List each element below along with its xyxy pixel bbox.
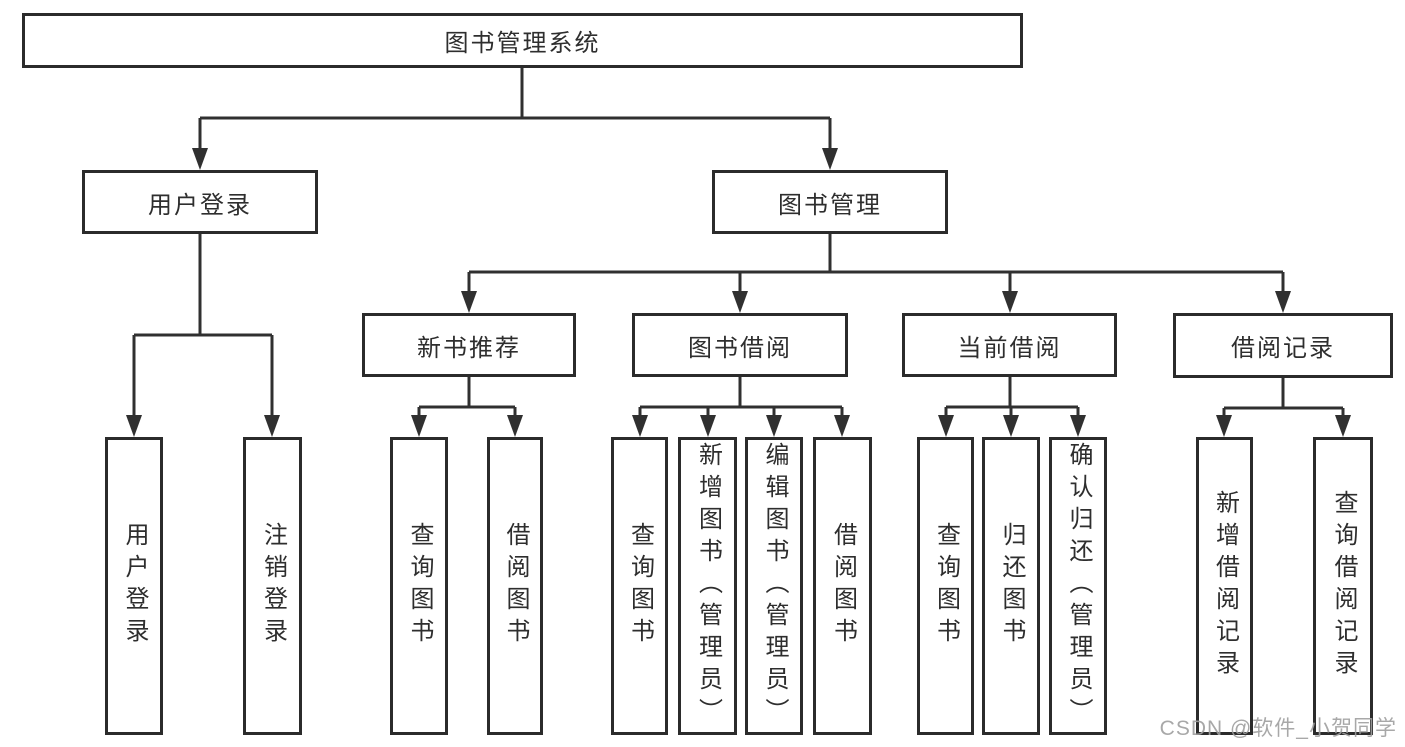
node-user-login: 用户登录 bbox=[82, 170, 318, 234]
leaf-add-books-admin: 新增图书（管理员） bbox=[678, 437, 737, 735]
leaf-logout: 注销登录 bbox=[243, 437, 302, 735]
node-book-management: 图书管理 bbox=[712, 170, 948, 234]
connector-book-management-children bbox=[467, 234, 1285, 299]
node-current-borrow: 当前借阅 bbox=[902, 313, 1117, 377]
leaf-borrow-books-recommend: 借阅图书 bbox=[487, 437, 543, 735]
node-book-borrow: 图书借阅 bbox=[632, 313, 848, 377]
leaf-query-books-recommend: 查询图书 bbox=[390, 437, 448, 735]
node-new-book-recommend: 新书推荐 bbox=[362, 313, 576, 377]
csdn-watermark: CSDN @软件_小贺同学 bbox=[1159, 717, 1397, 740]
node-borrow-records: 借阅记录 bbox=[1173, 313, 1393, 378]
leaf-label: 用户登录 bbox=[121, 522, 148, 650]
leaf-edit-books-admin: 编辑图书（管理员） bbox=[745, 437, 803, 735]
leaf-return-books: 归还图书 bbox=[982, 437, 1040, 735]
leaf-label: 注销登录 bbox=[259, 522, 287, 650]
connector-root-to-level2 bbox=[198, 68, 832, 156]
leaf-label: 查询图书 bbox=[932, 522, 960, 650]
leaf-label: 查询图书 bbox=[626, 522, 654, 650]
leaf-label: 借阅图书 bbox=[829, 522, 857, 650]
leaf-add-borrow-record: 新增借阅记录 bbox=[1196, 437, 1253, 735]
leaf-label: 查询借阅记录 bbox=[1330, 490, 1357, 682]
leaf-confirm-return-admin: 确认归还（管理员） bbox=[1049, 437, 1107, 735]
leaf-query-borrow-record: 查询借阅记录 bbox=[1313, 437, 1373, 735]
leaf-label: 借阅图书 bbox=[502, 522, 529, 650]
leaf-label: 归还图书 bbox=[998, 522, 1025, 650]
leaf-query-books-current: 查询图书 bbox=[917, 437, 974, 735]
leaf-query-books-borrow: 查询图书 bbox=[611, 437, 668, 735]
leaf-borrow-books: 借阅图书 bbox=[813, 437, 872, 735]
leaf-label: 新增借阅记录 bbox=[1211, 490, 1239, 682]
leaf-user-login: 用户登录 bbox=[105, 437, 163, 735]
connector-book-borrow-children bbox=[638, 377, 844, 423]
connector-borrow-records-children bbox=[1222, 378, 1345, 424]
leaf-label: 确认归还（管理员） bbox=[1065, 442, 1092, 730]
connector-new-book-children bbox=[417, 377, 517, 423]
connector-user-login-children bbox=[132, 234, 274, 423]
connector-current-borrow-children bbox=[944, 377, 1080, 423]
leaf-label: 编辑图书（管理员） bbox=[761, 442, 788, 730]
leaf-label: 新增图书（管理员） bbox=[694, 442, 722, 730]
leaf-label: 查询图书 bbox=[406, 522, 433, 650]
node-library-management-system: 图书管理系统 bbox=[22, 13, 1023, 68]
